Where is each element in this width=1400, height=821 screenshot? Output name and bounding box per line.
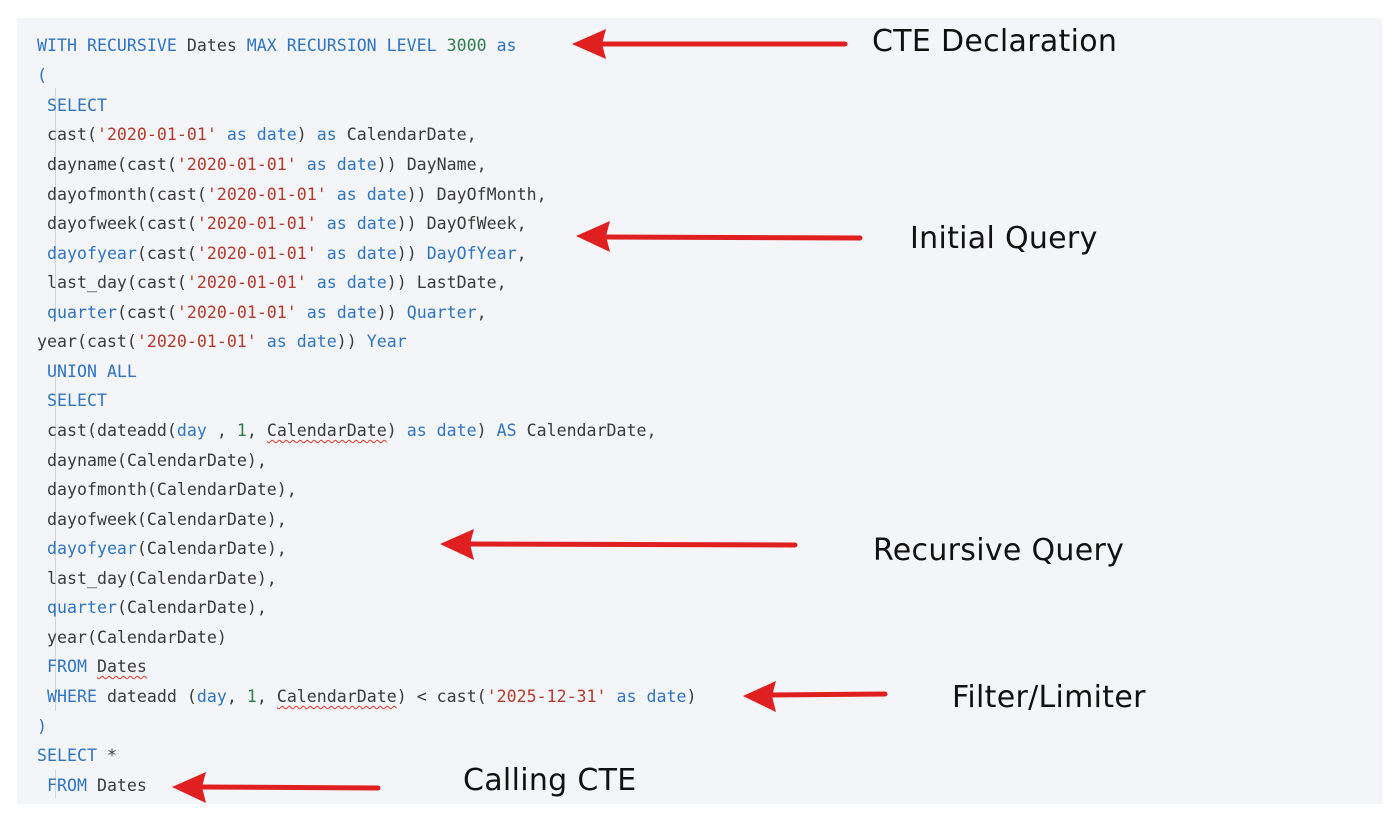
code-line-15: dayname(CalendarDate), (47, 451, 267, 470)
label-initial-query: Initial Query (910, 221, 1098, 256)
label-calling-cte: Calling CTE (463, 763, 637, 798)
code-line-16: dayofmonth(CalendarDate), (47, 480, 297, 499)
code-line-21: year(CalendarDate) (47, 628, 227, 647)
code-line-4: cast('2020-01-01' as date) as CalendarDa… (47, 125, 477, 144)
code-line-5: dayname(cast('2020-01-01' as date)) DayN… (47, 155, 487, 174)
code-line-25: SELECT * (37, 746, 117, 765)
arrow-calling-cte (172, 772, 381, 803)
label-filter-limiter: Filter/Limiter (952, 680, 1146, 715)
code-line-24: ) (37, 717, 47, 736)
code-line-18: dayofyear(CalendarDate), (47, 539, 287, 558)
indent-guide-from (55, 770, 56, 798)
code-line-2: ( (37, 66, 47, 85)
code-line-23: WHERE dateadd (day, 1, CalendarDate) < c… (47, 687, 697, 706)
code-line-26: FROM Dates (47, 776, 147, 795)
code-line-8: dayofyear(cast('2020-01-01' as date)) Da… (47, 244, 527, 263)
code-line-6: dayofmonth(cast('2020-01-01' as date)) D… (47, 185, 547, 204)
indent-guide-cte-body (55, 88, 56, 316)
code-line-22: FROM Dates (47, 657, 147, 676)
code-line-9: last_day(cast('2020-01-01' as date)) Las… (47, 273, 507, 292)
indent-guide-recursive (55, 365, 56, 711)
arrow-initial-query (576, 221, 863, 252)
code-line-14: cast(dateadd(day , 1, CalendarDate) as d… (47, 421, 657, 440)
code-lines[interactable]: WITH RECURSIVE Dates MAX RECURSION LEVEL… (17, 18, 1382, 804)
label-recursive-query: Recursive Query (873, 533, 1125, 568)
code-line-10: quarter(cast('2020-01-01' as date)) Quar… (47, 303, 487, 322)
label-cte-declaration: CTE Declaration (872, 24, 1118, 59)
code-line-13: SELECT (47, 391, 107, 410)
code-line-17: dayofweek(CalendarDate), (47, 510, 287, 529)
sql-editor[interactable]: WITH RECURSIVE Dates MAX RECURSION LEVEL… (17, 18, 1382, 804)
code-line-12: UNION ALL (47, 362, 137, 381)
code-line-20: quarter(CalendarDate), (47, 598, 267, 617)
arrow-recursive-query (440, 529, 798, 560)
arrow-cte-declaration (572, 29, 848, 59)
arrow-filter-limiter (743, 681, 888, 712)
code-line-7: dayofweek(cast('2020-01-01' as date)) Da… (47, 214, 527, 233)
code-line-3: SELECT (47, 96, 107, 115)
code-line-19: last_day(CalendarDate), (47, 569, 277, 588)
code-line-1: WITH RECURSIVE Dates MAX RECURSION LEVEL… (37, 36, 517, 55)
code-line-11: year(cast('2020-01-01' as date)) Year (37, 332, 407, 351)
